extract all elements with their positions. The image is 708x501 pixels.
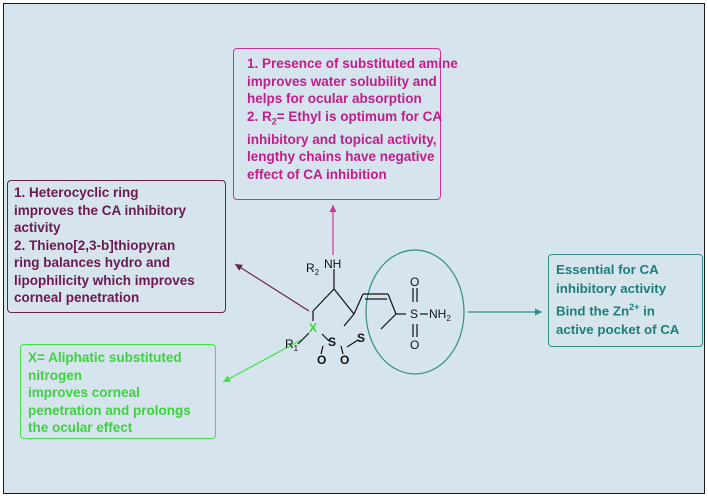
sulfonamide-highlight <box>365 249 465 375</box>
o-left-label: O <box>317 353 326 367</box>
top-box-r2-subscript: 2 <box>271 116 277 127</box>
top-box-line-7: effect of CA inhibition <box>247 166 387 182</box>
left-box-line-1: 1. Heterocyclic ring <box>14 185 139 200</box>
s-thiopyran-label: S <box>328 335 336 349</box>
left-box-line-5: ring balances hydro and <box>14 255 171 270</box>
sulfonamide-note-box: Essential for CA inhibitory activity Bin… <box>548 254 703 347</box>
o-bottom-label: O <box>410 338 419 352</box>
nh2-label: NH2 <box>429 307 451 323</box>
x-substituent-note-box: X= Aliphatic substituted nitrogen improv… <box>20 344 216 439</box>
structure-diagram: R2 NH R1 X S S O O O S O NH2 <box>222 205 542 383</box>
top-box-line-3: helps for ocular absorption <box>247 91 422 106</box>
bottom-box-line-5: the ocular effect <box>28 420 133 435</box>
left-box-line-6: lipophilicity which improves <box>14 272 195 288</box>
top-box-line-4: 2. R2= Ethyl is optimum for CA <box>247 108 442 131</box>
bottom-box-line-2: nitrogen <box>28 367 82 383</box>
heterocyclic-ring-note-box: 1. Heterocyclic ring improves the CA inh… <box>7 180 226 313</box>
s-thiophene-label: S <box>357 331 365 345</box>
r2-label: R2 <box>306 261 320 277</box>
right-box-line-2: inhibitory activity <box>556 281 667 296</box>
top-box-line-2: improves water solubility and <box>247 73 437 89</box>
arrow-to-bottom-box <box>222 339 302 383</box>
top-box-line-5: inhibitory and topical activity, <box>247 131 437 147</box>
r1-label: R1 <box>285 337 299 353</box>
nh-label: NH <box>324 257 341 271</box>
x-label: X <box>309 321 317 335</box>
right-box-zn-charge: 2+ <box>629 302 640 312</box>
molecule-bonds <box>297 269 418 355</box>
left-box-line-4: 2. Thieno[2,3-b]thiopyran <box>14 237 176 253</box>
left-box-line-7: corneal penetration <box>14 290 140 305</box>
bottom-box-line-3: improves corneal <box>28 385 140 400</box>
amine-substituent-note-box: 1. Presence of substituted amine improve… <box>233 48 458 200</box>
bottom-box-line-1: X= Aliphatic substituted <box>28 350 182 365</box>
right-box-line-3: Bind the Zn2+ in <box>556 298 696 320</box>
left-box-line-2: improves the CA inhibitory <box>14 202 187 218</box>
diagram-canvas: R2 NH R1 X S S O O O S O NH2 1. Presence… <box>3 3 705 494</box>
left-box-line-3: activity <box>14 220 61 235</box>
bottom-box-line-4: penetration and prolongs <box>28 402 191 418</box>
right-box-line-4: active pocket of CA <box>556 322 680 338</box>
right-box-in-text: in <box>639 303 655 319</box>
top-box-line-6: lengthy chains have negative <box>247 149 435 165</box>
o-right-label: O <box>340 353 349 367</box>
top-box-item2-number: 2 <box>247 108 255 124</box>
top-box-r2-prefix: . R <box>254 108 272 124</box>
s-sulfonyl-label: S <box>410 307 418 321</box>
top-box-r2-text: = Ethyl is optimum for CA <box>276 108 443 124</box>
top-box-line-1: 1. Presence of substituted amine <box>247 56 458 71</box>
arrow-to-left-box <box>234 263 310 312</box>
right-box-zn-text: Bind the Zn <box>556 303 630 319</box>
right-box-line-1: Essential for CA <box>556 262 659 277</box>
o-top-label: O <box>410 275 419 289</box>
